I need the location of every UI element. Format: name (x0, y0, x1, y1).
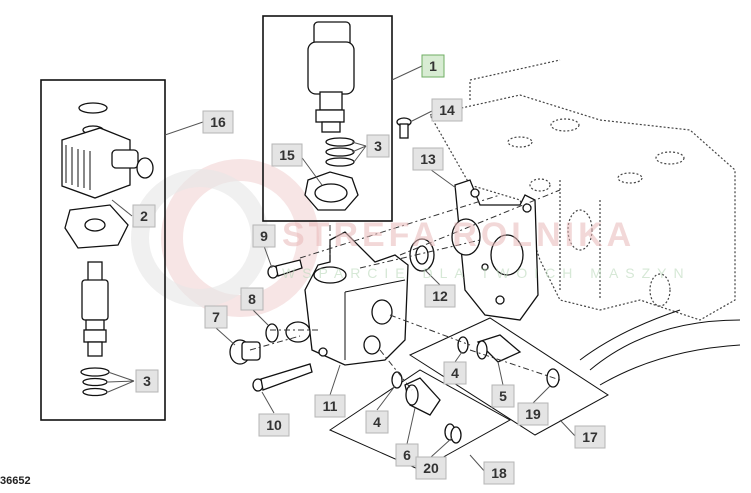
callout-label: 19 (525, 406, 541, 422)
callout-label: 18 (491, 465, 507, 481)
watermark-subtitle: WSPARCIE DLA TWOICH MASZYN (282, 265, 691, 281)
plug-7 (229, 339, 261, 365)
callout-label: 13 (420, 151, 436, 167)
o-ring-8 (265, 323, 279, 343)
callout-label: 16 (210, 114, 226, 130)
callout-label: 10 (266, 417, 282, 433)
callout-7[interactable]: 7 (204, 305, 228, 329)
callout-label: 7 (212, 309, 220, 325)
leader-lines (107, 65, 577, 474)
callout-label: 2 (140, 208, 148, 224)
solenoid-coil (61, 102, 154, 199)
callout-3-bottom[interactable]: 3 (135, 369, 159, 393)
callout-label: 8 (248, 291, 256, 307)
proportional-valve (304, 21, 359, 211)
callout-20[interactable]: 20 (415, 456, 447, 480)
callout-11[interactable]: 11 (314, 394, 346, 418)
callout-label: 17 (582, 429, 598, 445)
valve-housing (285, 231, 409, 366)
callout-17[interactable]: 17 (574, 425, 606, 449)
bolt-14 (396, 117, 412, 139)
callout-label: 20 (423, 460, 439, 476)
callout-19[interactable]: 19 (517, 402, 549, 426)
watermark: STREFA ROLNIKA WSPARCIE DLA TWOICH MASZY… (282, 216, 691, 281)
callout-label: 6 (403, 447, 411, 463)
engine-block-outline (429, 59, 741, 386)
fitting-kit-18-outline (328, 369, 512, 471)
callout-18[interactable]: 18 (483, 461, 515, 485)
solenoid-gasket (64, 204, 129, 249)
callout-label: 4 (451, 365, 459, 381)
callout-6[interactable]: 6 (395, 443, 419, 467)
callout-16[interactable]: 16 (202, 110, 234, 134)
figure-id: 36652 (0, 475, 31, 487)
callout-10[interactable]: 10 (258, 413, 290, 437)
callout-1[interactable]: 1 (421, 54, 445, 78)
callout-12[interactable]: 12 (424, 284, 456, 308)
assembly-axis-lines (249, 189, 561, 391)
callout-13[interactable]: 13 (412, 147, 444, 171)
callout-3-top[interactable]: 3 (366, 134, 390, 158)
valve-assembly-frame (262, 15, 393, 222)
callout-4-bottom[interactable]: 4 (365, 410, 389, 434)
bolt-9 (267, 259, 303, 279)
callout-label: 3 (143, 373, 151, 389)
callout-2[interactable]: 2 (132, 204, 156, 228)
callout-9[interactable]: 9 (252, 224, 276, 248)
callout-label: 12 (432, 288, 448, 304)
callout-label: 5 (499, 388, 507, 404)
callout-label: 4 (373, 414, 381, 430)
callout-label: 14 (439, 102, 455, 118)
seal-ring-12 (409, 238, 435, 272)
fitting-6 (391, 371, 462, 444)
callout-label: 3 (374, 138, 382, 154)
callout-label: 15 (279, 147, 295, 163)
callout-label: 11 (323, 398, 338, 414)
callout-8[interactable]: 8 (240, 287, 264, 311)
mounting-gasket (451, 179, 539, 321)
solenoid-kit-frame (40, 79, 166, 421)
callout-label: 1 (429, 58, 437, 74)
fitting-5 (457, 334, 560, 388)
callout-label: 9 (260, 228, 268, 244)
callout-4-right[interactable]: 4 (443, 361, 467, 385)
callout-14[interactable]: 14 (431, 98, 463, 122)
callout-15[interactable]: 15 (271, 143, 303, 167)
callout-5[interactable]: 5 (491, 384, 515, 408)
solenoid-cartridge (80, 261, 110, 397)
bolt-10 (252, 363, 313, 392)
fitting-kit-17-outline (408, 317, 609, 436)
watermark-title: STREFA ROLNIKA (282, 216, 635, 254)
